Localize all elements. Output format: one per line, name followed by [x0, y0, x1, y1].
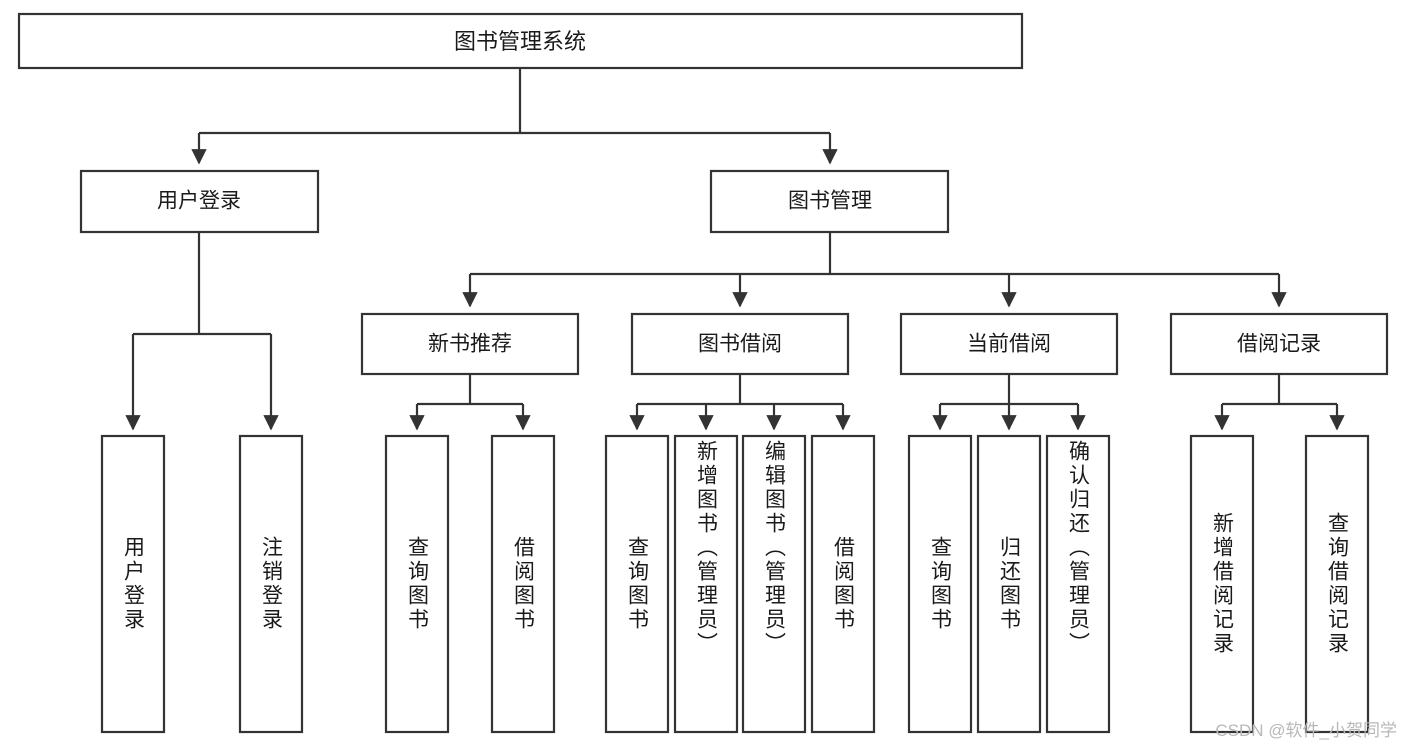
leaf-box-borrow-record-2[interactable] — [1304, 434, 1370, 734]
node-borrow-record-label: 借阅记录 — [1237, 333, 1321, 356]
leaf-box-borrow-record-1[interactable] — [1189, 434, 1255, 734]
node-book-manage-box[interactable] — [709, 169, 950, 234]
node-root-box[interactable] — [17, 12, 1024, 70]
leaf-box-user-login-2[interactable] — [238, 434, 304, 734]
leaf-box-new-book-2[interactable] — [490, 434, 556, 734]
node-root-label: 图书管理系统 — [454, 29, 586, 54]
leaf-box-book-borrow-1[interactable] — [604, 434, 670, 734]
leaf-box-user-login-1[interactable] — [100, 434, 166, 734]
node-user-login-label: 用户登录 — [157, 190, 241, 213]
leaf-box-new-book-1[interactable] — [384, 434, 450, 734]
node-new-book-label: 新书推荐 — [428, 333, 512, 356]
node-current-borrow-label: 当前借阅 — [967, 333, 1051, 356]
leaf-box-current-borrow-3[interactable] — [1045, 434, 1111, 734]
leaf-box-book-borrow-2[interactable] — [673, 434, 739, 734]
leaf-box-book-borrow-4[interactable] — [810, 434, 876, 734]
leaf-box-current-borrow-1[interactable] — [907, 434, 973, 734]
watermark-text: CSDN @软件_小贺同学 — [1215, 721, 1397, 740]
leaf-box-current-borrow-2[interactable] — [976, 434, 1042, 734]
node-book-borrow-label: 图书借阅 — [698, 333, 782, 356]
leaf-box-book-borrow-3[interactable] — [741, 434, 807, 734]
node-book-manage-label: 图书管理 — [788, 190, 872, 213]
node-current-borrow-box[interactable] — [899, 312, 1119, 376]
node-borrow-record-box[interactable] — [1169, 312, 1389, 376]
node-book-borrow-box[interactable] — [630, 312, 850, 376]
node-new-book-box[interactable] — [360, 312, 580, 376]
